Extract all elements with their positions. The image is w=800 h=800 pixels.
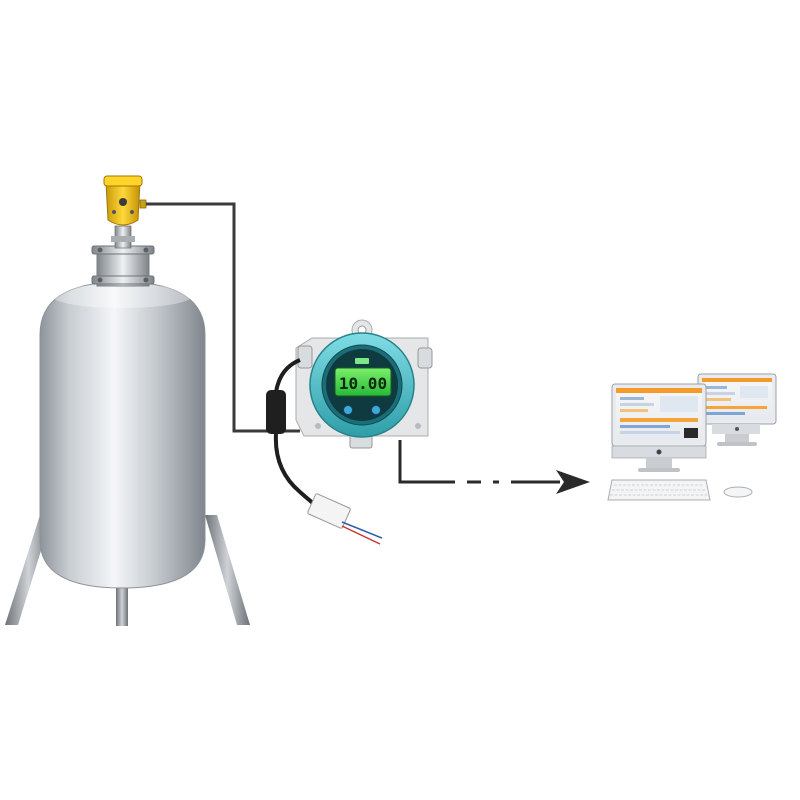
transmitter-right-button[interactable] bbox=[371, 405, 381, 415]
storage-tank bbox=[5, 245, 250, 626]
lcd-reading: 10.00 bbox=[339, 374, 387, 393]
power-cable bbox=[266, 358, 383, 545]
keyboard bbox=[607, 479, 711, 501]
mouse bbox=[723, 486, 753, 498]
transmitter-left-button[interactable] bbox=[343, 405, 353, 415]
level-sensor-icon bbox=[103, 175, 147, 249]
tank-body bbox=[39, 281, 206, 589]
rear-monitor bbox=[697, 373, 777, 446]
output-signal-arrow-icon bbox=[398, 440, 590, 494]
display-transmitter-icon: 10.00 bbox=[295, 319, 433, 449]
monitor-pc-icon bbox=[607, 373, 777, 501]
tank-neck bbox=[91, 245, 155, 287]
front-monitor bbox=[611, 383, 707, 472]
